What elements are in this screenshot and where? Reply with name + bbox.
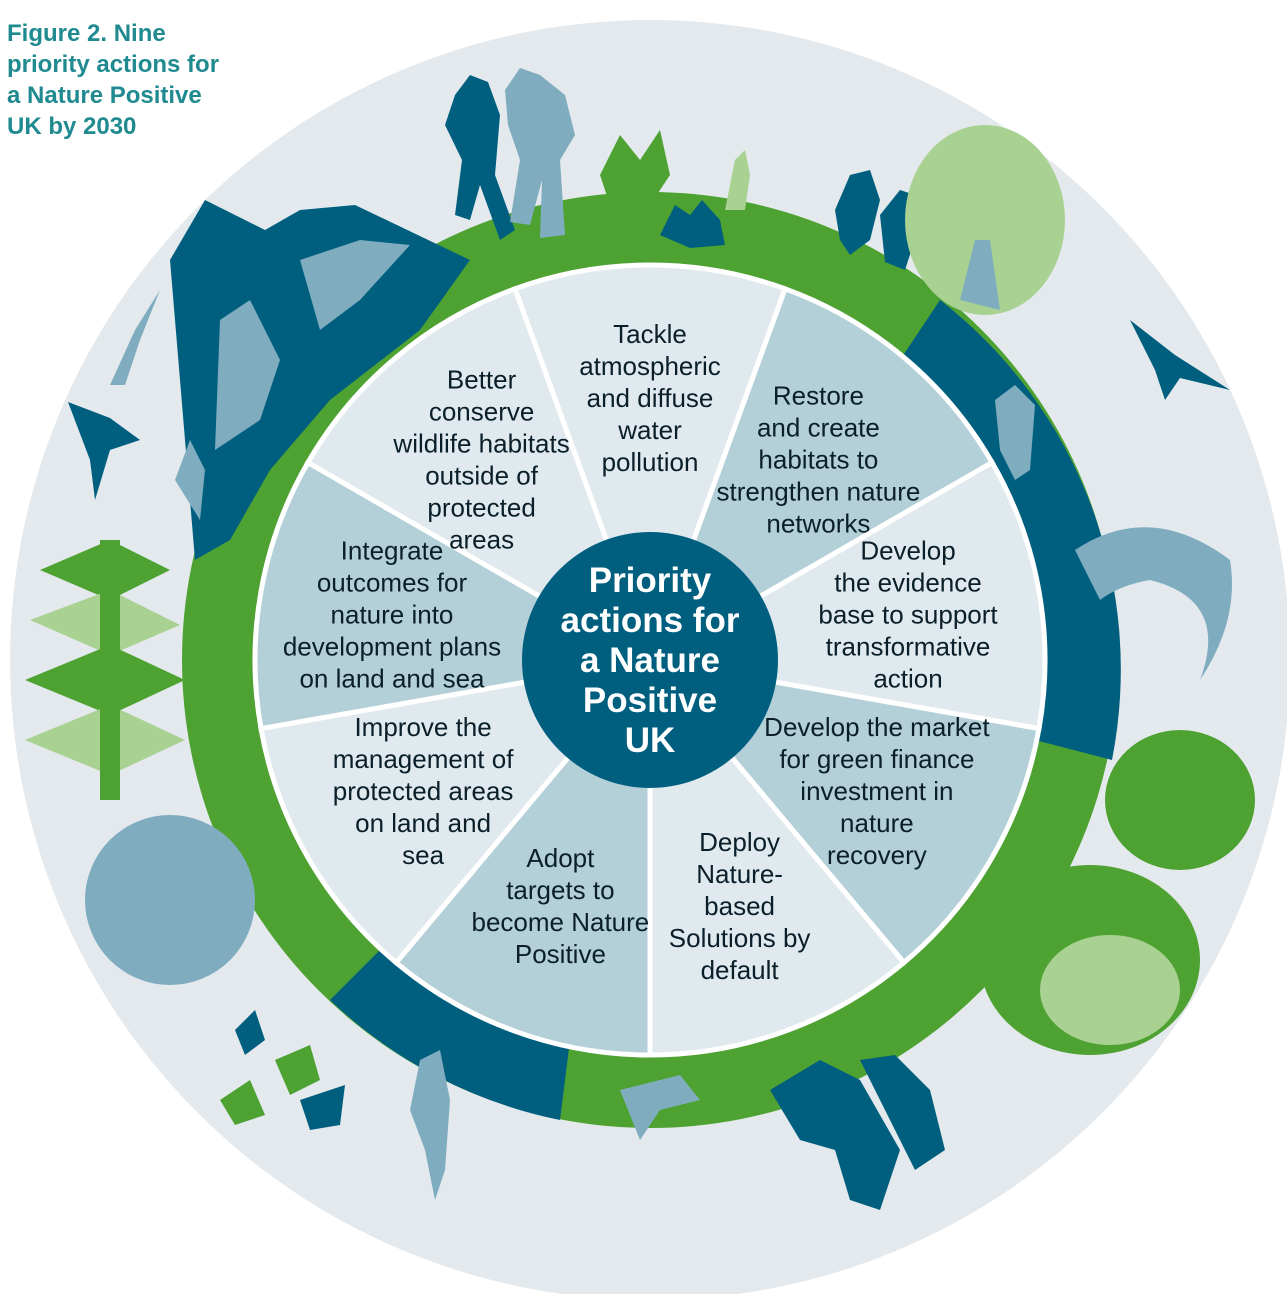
hub-label-line: Priority — [589, 561, 712, 600]
bird-icon — [68, 290, 1230, 500]
segment-label-line: Deploy — [699, 827, 780, 857]
segment-label-line: Adopt — [526, 843, 595, 873]
hub-label-line: Positive — [583, 681, 717, 720]
figure-caption: Figure 2. Nine priority actions for a Na… — [7, 18, 277, 142]
segment-label-line: action — [873, 664, 942, 694]
segment-label-line: base to support — [818, 600, 998, 630]
caption-line: UK by 2030 — [7, 113, 137, 140]
segment-label-line: based — [704, 891, 775, 921]
segment-label-line: management of — [333, 744, 514, 774]
segment-label-line: sea — [402, 840, 444, 870]
hikers-icon — [445, 68, 575, 240]
segment-label-line: pollution — [602, 447, 699, 477]
heron-icon — [410, 1050, 700, 1200]
segment-label-line: investment in — [800, 776, 953, 806]
segment-label-line: Develop — [860, 536, 955, 566]
segment-label-line: habitats to — [758, 444, 878, 474]
segment-label-line: Tackle — [613, 319, 687, 349]
segment-label-line: wildlife habitats — [392, 428, 569, 458]
green-trees-icon — [980, 730, 1255, 1055]
segment-label-line: Improve the — [354, 712, 491, 742]
caption-line: Figure 2. Nine — [7, 20, 166, 47]
segment-label-line: Develop the market — [764, 712, 990, 742]
horse-riders-icon — [770, 1055, 945, 1210]
butterfly-icon — [220, 1010, 345, 1130]
segment-label-line: nature into — [331, 600, 454, 630]
segment-label-line: conserve — [429, 396, 535, 426]
segment-label-line: outside of — [425, 460, 539, 490]
segment-label-line: strengthen nature — [717, 476, 921, 506]
segment-label-line: for green finance — [779, 744, 974, 774]
segment-label-line: Restore — [773, 380, 864, 410]
caption-line: a Nature Positive — [7, 82, 202, 109]
dolphin-icon — [1075, 527, 1232, 680]
segment-label-line: outcomes for — [317, 568, 468, 598]
segment-label-line: Solutions by — [669, 923, 811, 953]
segment-label-line: nature — [840, 808, 914, 838]
segment-label-line: protected — [427, 492, 535, 522]
segment-label-line: transformative — [826, 632, 991, 662]
segment-label-line: protected areas — [333, 776, 514, 806]
segment-label-line: Integrate — [341, 536, 444, 566]
segment-label-line: on land and — [355, 808, 491, 838]
segment-label-line: become Nature — [472, 907, 650, 937]
mountains-icon — [170, 200, 470, 560]
segment-label-line: Nature- — [696, 859, 783, 889]
segment-label-line: recovery — [827, 840, 927, 870]
segment-label-line: development plans — [283, 632, 501, 662]
hub-label-line: UK — [625, 721, 676, 760]
segment-label-line: on land and sea — [299, 664, 485, 694]
seal-icon — [995, 385, 1035, 480]
caption-line: priority actions for — [7, 51, 220, 78]
segment-label-line: the evidence — [834, 568, 981, 598]
segment-label-line: and diffuse — [587, 383, 714, 413]
segment-label-line: water — [617, 415, 682, 445]
segment-label-line: targets to — [506, 875, 614, 905]
hub-label-line: a Nature — [580, 641, 720, 680]
rabbit-icon — [600, 130, 750, 248]
segment-label-line: and create — [757, 412, 880, 442]
hub — [522, 532, 778, 788]
segment-label-line: atmospheric — [579, 351, 721, 381]
hub-label-line: actions for — [561, 601, 740, 640]
segment-label-line: areas — [449, 524, 514, 554]
river-band — [330, 950, 570, 1120]
tree-icon — [905, 125, 1065, 315]
segment-label-line: Better — [447, 364, 517, 394]
segment-label-line: Positive — [515, 939, 606, 969]
segment-1 — [511, 262, 789, 668]
forest-icon — [25, 540, 255, 985]
segment-label-line: default — [701, 955, 780, 985]
segment-label-line: networks — [766, 508, 870, 538]
